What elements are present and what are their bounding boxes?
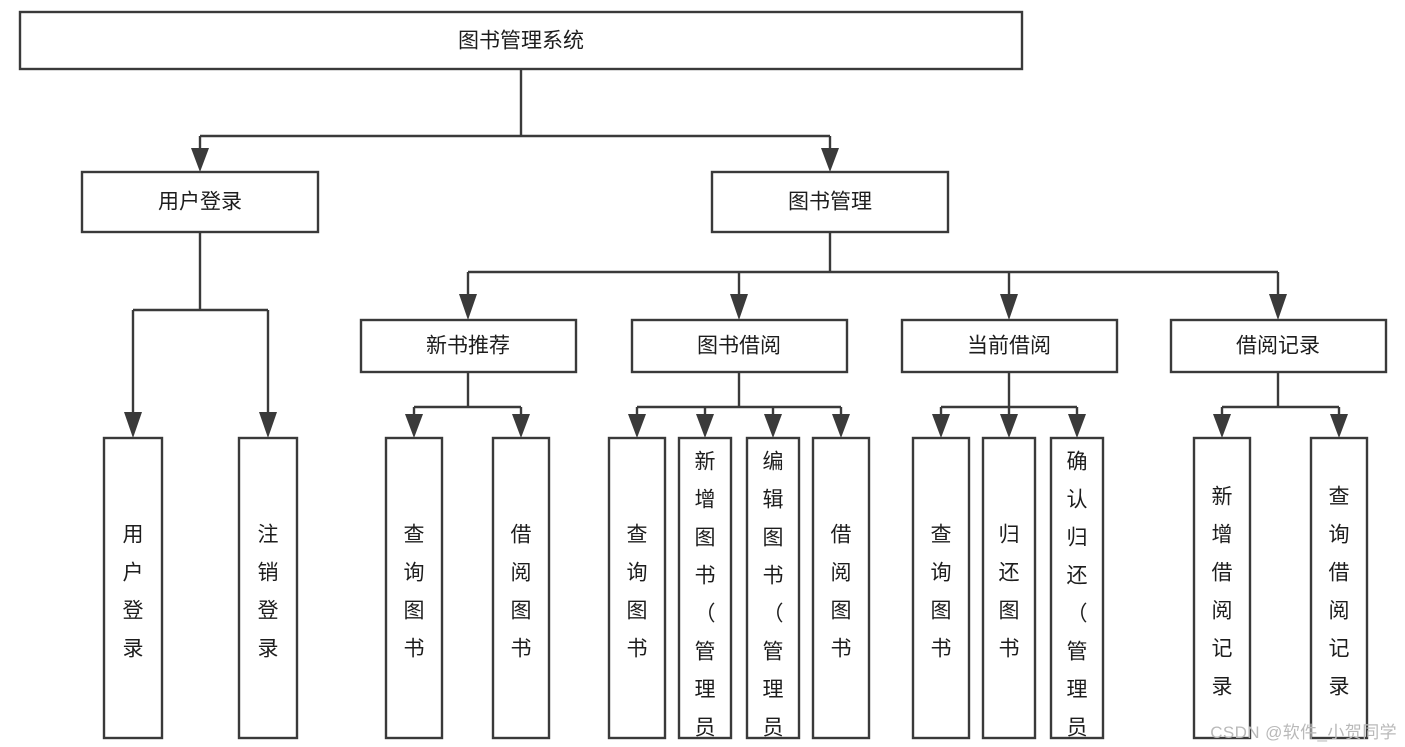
node-new-book-rec-label: 新书推荐 bbox=[426, 335, 510, 358]
arrowhead-leaf-user-logout bbox=[259, 412, 277, 438]
node-leaf-add-book[interactable]: 新增图书（管理员） bbox=[677, 436, 733, 747]
arrowhead-leaf-query-book-1 bbox=[405, 414, 423, 438]
node-leaf-add-book-box[interactable] bbox=[677, 436, 733, 740]
node-new-book-rec-box[interactable] bbox=[359, 318, 578, 374]
connector-layer bbox=[124, 69, 1348, 438]
node-book-manage-box[interactable] bbox=[710, 170, 950, 234]
node-current-borrow[interactable]: 当前借阅 bbox=[900, 318, 1119, 374]
node-new-book-rec[interactable]: 新书推荐 bbox=[359, 318, 578, 374]
node-book-manage-label: 图书管理 bbox=[788, 191, 872, 214]
node-leaf-query-record[interactable]: 查询借阅记录 bbox=[1309, 436, 1369, 740]
node-current-borrow-box[interactable] bbox=[900, 318, 1119, 374]
arrowhead-leaf-borrow-book-1 bbox=[512, 414, 530, 438]
node-leaf-borrow-book-1-label: 借阅图书 bbox=[511, 524, 532, 661]
node-leaf-confirm-return-label: 确认归还（管理员） bbox=[1067, 450, 1088, 747]
arrowhead-leaf-user-login bbox=[124, 412, 142, 438]
node-leaf-user-login[interactable]: 用户登录 bbox=[102, 436, 164, 740]
arrowhead-borrow-record bbox=[1269, 294, 1287, 320]
node-book-borrow-box[interactable] bbox=[630, 318, 849, 374]
node-leaf-user-logout[interactable]: 注销登录 bbox=[237, 436, 299, 740]
node-leaf-query-book-2[interactable]: 查询图书 bbox=[607, 436, 667, 740]
arrowhead-leaf-query-book-3 bbox=[932, 414, 950, 438]
arrowhead-user-login bbox=[191, 148, 209, 172]
arrowhead-book-manage bbox=[821, 148, 839, 172]
node-leaf-borrow-book-2[interactable]: 借阅图书 bbox=[811, 436, 871, 740]
node-leaf-return-book-label: 归还图书 bbox=[999, 524, 1020, 661]
node-borrow-record[interactable]: 借阅记录 bbox=[1169, 318, 1388, 374]
node-root[interactable]: 图书管理系统 bbox=[18, 10, 1024, 71]
arrowhead-leaf-add-record bbox=[1213, 414, 1231, 438]
node-leaf-borrow-book-2-label: 借阅图书 bbox=[831, 524, 852, 661]
node-book-borrow[interactable]: 图书借阅 bbox=[630, 318, 849, 374]
node-leaf-add-book-label: 新增图书（管理员） bbox=[695, 450, 716, 747]
node-leaf-query-record-label: 查询借阅记录 bbox=[1329, 486, 1350, 699]
node-current-borrow-label: 当前借阅 bbox=[967, 335, 1051, 358]
node-user-login-label: 用户登录 bbox=[158, 191, 242, 214]
node-leaf-user-login-label: 用户登录 bbox=[123, 524, 144, 661]
arrowhead-leaf-edit-book bbox=[764, 414, 782, 438]
arrowhead-book-borrow bbox=[730, 294, 748, 320]
arrowhead-new-book-rec bbox=[459, 294, 477, 320]
node-leaf-edit-book[interactable]: 编辑图书（管理员） bbox=[745, 436, 801, 747]
node-root-box[interactable] bbox=[18, 10, 1024, 71]
node-borrow-record-label: 借阅记录 bbox=[1236, 335, 1320, 358]
watermark: CSDN @软件_小贺同学 bbox=[1210, 723, 1397, 742]
node-leaf-borrow-book-2-box[interactable] bbox=[811, 436, 871, 740]
node-leaf-query-record-box[interactable] bbox=[1309, 436, 1369, 740]
node-leaf-edit-book-box[interactable] bbox=[745, 436, 801, 740]
node-leaf-add-record-box[interactable] bbox=[1192, 436, 1252, 740]
node-user-login[interactable]: 用户登录 bbox=[80, 170, 320, 234]
node-book-manage[interactable]: 图书管理 bbox=[710, 170, 950, 234]
node-root-label: 图书管理系统 bbox=[458, 30, 584, 53]
node-leaf-query-book-2-box[interactable] bbox=[607, 436, 667, 740]
node-leaf-return-book[interactable]: 归还图书 bbox=[981, 436, 1037, 740]
node-leaf-query-book-2-label: 查询图书 bbox=[627, 524, 648, 661]
node-leaf-query-book-3[interactable]: 查询图书 bbox=[911, 436, 971, 740]
node-leaf-borrow-book-1-box[interactable] bbox=[491, 436, 551, 740]
node-leaf-query-book-3-box[interactable] bbox=[911, 436, 971, 740]
arrowhead-leaf-confirm-return bbox=[1068, 414, 1086, 438]
node-leaf-query-book-1-label: 查询图书 bbox=[404, 524, 425, 661]
node-leaf-query-book-1[interactable]: 查询图书 bbox=[384, 436, 444, 740]
arrowhead-leaf-query-record bbox=[1330, 414, 1348, 438]
node-leaf-confirm-return[interactable]: 确认归还（管理员） bbox=[1049, 436, 1105, 747]
node-leaf-borrow-book-1[interactable]: 借阅图书 bbox=[491, 436, 551, 740]
node-leaf-edit-book-label: 编辑图书（管理员） bbox=[763, 450, 784, 747]
node-leaf-add-record[interactable]: 新增借阅记录 bbox=[1192, 436, 1252, 740]
arrowhead-leaf-add-book bbox=[696, 414, 714, 438]
node-leaf-query-book-1-box[interactable] bbox=[384, 436, 444, 740]
arrowhead-leaf-borrow-book-2 bbox=[832, 414, 850, 438]
node-leaf-add-record-label: 新增借阅记录 bbox=[1212, 486, 1233, 699]
node-leaf-return-book-box[interactable] bbox=[981, 436, 1037, 740]
node-book-borrow-label: 图书借阅 bbox=[697, 335, 781, 358]
node-leaf-confirm-return-box[interactable] bbox=[1049, 436, 1105, 740]
node-leaf-user-login-box[interactable] bbox=[102, 436, 164, 740]
node-leaf-user-logout-label: 注销登录 bbox=[258, 524, 279, 661]
node-leaf-query-book-3-label: 查询图书 bbox=[931, 524, 952, 661]
node-leaf-user-logout-box[interactable] bbox=[237, 436, 299, 740]
arrowhead-leaf-query-book-2 bbox=[628, 414, 646, 438]
node-user-login-box[interactable] bbox=[80, 170, 320, 234]
node-borrow-record-box[interactable] bbox=[1169, 318, 1388, 374]
arrowhead-current-borrow bbox=[1000, 294, 1018, 320]
arrowhead-leaf-return-book bbox=[1000, 414, 1018, 438]
